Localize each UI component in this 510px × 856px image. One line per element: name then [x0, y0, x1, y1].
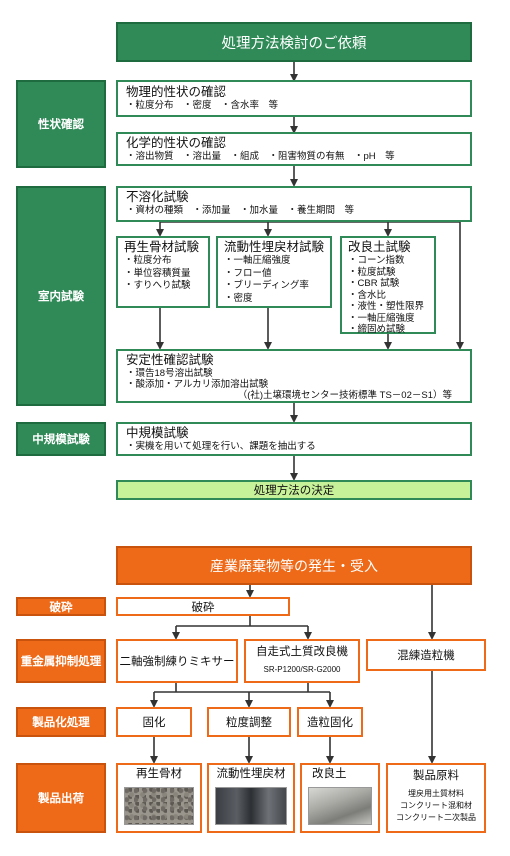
insoluble-items: ・資材の種類 ・添加量 ・加水量 ・養生期間 等 [126, 205, 355, 216]
self-propelled-soil-improver-box: 自走式土質改良機 SR-P1200/SR-G2000 [244, 639, 360, 683]
midscale-title: 中規模試験 [126, 426, 189, 440]
improved-title: 改良土試験 [348, 240, 411, 254]
granule-solidify-box: 造粒固化 [297, 707, 363, 737]
fluid-backfill-test-box: 流動性埋戻材試験 ・一軸圧縮強度 ・フロー値 ・ブリーディング率 ・密度 [216, 236, 332, 308]
chemical-title: 化学的性状の確認 [126, 136, 227, 150]
improved-soil-test-box: 改良土試験 ・コーン指数 ・粒度試験 ・CBR 試験 ・含水比 ・液性・塑性限界… [340, 236, 436, 335]
product-improved-label: 改良土 [312, 768, 347, 780]
side-label-property: 性状確認 [16, 80, 106, 168]
midscale-items: ・実機を用いて処理を行い、課題を抽出する [126, 441, 316, 452]
improved-items: ・コーン指数 ・粒度試験 ・CBR 試験 ・含水比 ・液性・塑性限界 ・一軸圧縮… [348, 255, 425, 335]
stability-test-box: 安定性確認試験 ・環告18号溶出試験 ・酸添加・アルカリ添加溶出試験 （(社)土… [116, 349, 472, 403]
chemical-items: ・溶出物質 ・溶出量 ・組成 ・阻害物質の有無 ・pH 等 [126, 151, 395, 162]
improved-soil-photo [308, 787, 372, 825]
kneading-granulator-box: 混練造粒機 [366, 639, 486, 671]
physical-property-box: 物理的性状の確認 ・粒度分布 ・密度 ・含水率 等 [116, 80, 472, 117]
product-raw-items: 埋戻用土質材料 コンクリート混和材 コンクリート二次製品 [396, 789, 476, 822]
recycled-title: 再生骨材試験 [124, 240, 200, 254]
stability-items: ・環告18号溶出試験 ・酸添加・アルカリ添加溶出試験 [126, 368, 269, 390]
physical-items: ・粒度分布 ・密度 ・含水率 等 [126, 100, 279, 111]
product-fluid-backfill: 流動性埋戻材 [207, 763, 295, 833]
insoluble-test-box: 不溶化試験 ・資材の種類 ・添加量 ・加水量 ・養生期間 等 [116, 186, 472, 222]
fluid-title: 流動性埋戻材試験 [224, 240, 325, 254]
side-label-crushing: 破砕 [16, 597, 106, 616]
product-raw-title: 製品原料 [413, 770, 459, 782]
self-propelled-title: 自走式土質改良機 [256, 646, 348, 658]
fluid-items: ・一軸圧縮強度 ・フロー値 ・ブリーディング率 ・密度 [224, 255, 309, 304]
solidify-box: 固化 [116, 707, 192, 737]
self-propelled-model: SR-P1200/SR-G2000 [263, 665, 341, 674]
aggregate-photo [124, 787, 194, 825]
product-recycled-label: 再生骨材 [136, 768, 182, 780]
insoluble-title: 不溶化試験 [126, 190, 189, 204]
side-label-lab: 室内試験 [16, 186, 106, 406]
product-improved-soil: 改良土 [300, 763, 380, 833]
method-decision-box: 処理方法の決定 [116, 480, 472, 500]
twin-shaft-mixer-box: 二軸強制練りミキサー [116, 639, 238, 683]
chemical-property-box: 化学的性状の確認 ・溶出物質 ・溶出量 ・組成 ・阻害物質の有無 ・pH 等 [116, 132, 472, 166]
stability-note: （(社)土壌環境センター技術標準 TS－02－S1）等 [237, 390, 452, 401]
backfill-photo [215, 787, 287, 825]
side-label-midscale: 中規模試験 [16, 422, 106, 456]
side-label-product-processing: 製品化処理 [16, 707, 106, 737]
product-raw-material: 製品原料 埋戻用土質材料 コンクリート混和材 コンクリート二次製品 [386, 763, 486, 833]
recycled-aggregate-test-box: 再生骨材試験 ・粒度分布 ・単位容積質量 ・すりへり試験 [116, 236, 210, 308]
stability-title: 安定性確認試験 [126, 353, 214, 367]
side-label-heavy-metal: 重金属抑制処理 [16, 639, 106, 683]
midscale-test-box: 中規模試験 ・実機を用いて処理を行い、課題を抽出する [116, 422, 472, 456]
request-header: 処理方法検討のご依頼 [116, 22, 472, 62]
crushing-box: 破砕 [116, 597, 290, 616]
product-fluid-label: 流動性埋戻材 [216, 768, 286, 780]
physical-title: 物理的性状の確認 [126, 85, 227, 99]
side-label-shipping: 製品出荷 [16, 763, 106, 833]
product-recycled-aggregate: 再生骨材 [116, 763, 202, 833]
grain-adjust-box: 粒度調整 [207, 707, 291, 737]
waste-intake-header: 産業廃棄物等の発生・受入 [116, 546, 472, 585]
recycled-items: ・粒度分布 ・単位容積質量 ・すりへり試験 [124, 255, 191, 291]
